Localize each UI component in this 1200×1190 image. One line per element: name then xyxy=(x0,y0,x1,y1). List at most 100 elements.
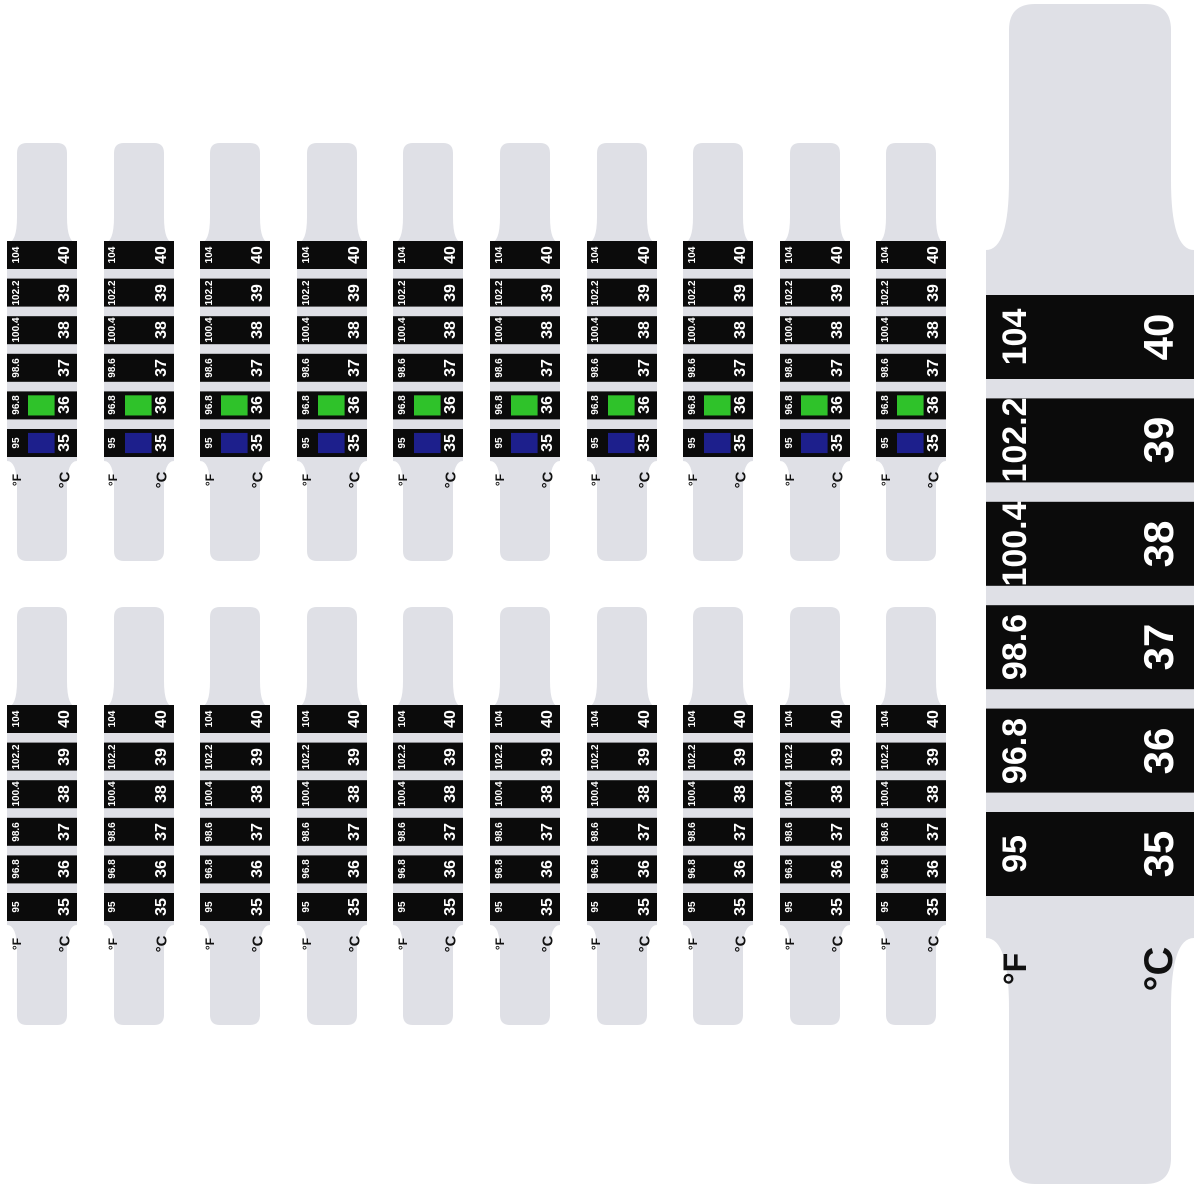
fahrenheit-unit: °F xyxy=(9,937,24,951)
temperature-band xyxy=(876,241,947,269)
celsius-unit: °C xyxy=(925,935,943,953)
fahrenheit-label: 95 xyxy=(397,437,409,449)
temperature-band xyxy=(393,316,464,345)
temperature-band xyxy=(103,893,174,921)
fahrenheit-unit: °F xyxy=(106,937,121,951)
celsius-label: 39 xyxy=(442,747,460,766)
celsius-unit: °C xyxy=(153,471,171,489)
active-color-indicator xyxy=(414,432,441,454)
temperature-band xyxy=(200,353,271,382)
fahrenheit-label: 96.8 xyxy=(107,395,119,416)
temperature-band xyxy=(490,742,560,771)
celsius-label: 37 xyxy=(732,822,750,841)
temperature-band xyxy=(586,278,657,307)
temperature-band xyxy=(7,705,77,733)
celsius-label: 38 xyxy=(828,785,846,804)
celsius-label: 37 xyxy=(635,358,653,377)
celsius-label: 38 xyxy=(56,785,74,804)
fahrenheit-label: 104 xyxy=(397,710,409,728)
fahrenheit-label: 100.4 xyxy=(300,317,312,343)
fahrenheit-label: 98.6 xyxy=(203,358,215,378)
temperature-band xyxy=(393,241,464,269)
celsius-label: 36 xyxy=(539,396,557,415)
fahrenheit-label: 95 xyxy=(783,901,795,913)
temperature-band xyxy=(779,705,850,733)
temperature-band xyxy=(103,780,174,809)
fahrenheit-label: 104 xyxy=(996,308,1035,366)
fahrenheit-label: 96.8 xyxy=(107,859,119,880)
celsius-label: 37 xyxy=(345,822,363,841)
fahrenheit-label: 96.8 xyxy=(397,395,409,416)
celsius-unit: °C xyxy=(732,471,750,489)
fahrenheit-label: 102.2 xyxy=(203,744,215,770)
celsius-label: 38 xyxy=(152,321,170,340)
fahrenheit-label: 95 xyxy=(107,437,119,449)
temperature-band xyxy=(586,241,657,269)
celsius-label: 36 xyxy=(1134,727,1182,774)
celsius-label: 35 xyxy=(1134,830,1182,878)
temperature-band xyxy=(490,241,560,269)
celsius-label: 37 xyxy=(828,822,846,841)
strip-body xyxy=(586,607,657,1025)
temperature-band xyxy=(586,817,657,846)
temperature-band xyxy=(986,295,1194,379)
temperature-band xyxy=(683,241,754,269)
temperature-band xyxy=(296,780,367,809)
temperature-band xyxy=(7,241,77,269)
fahrenheit-label: 102.2 xyxy=(203,280,215,306)
temperature-band xyxy=(779,817,850,846)
fahrenheit-label: 104 xyxy=(783,710,795,728)
temperature-band xyxy=(586,353,657,382)
strip-body xyxy=(200,607,271,1025)
celsius-unit: °C xyxy=(732,935,750,953)
fahrenheit-label: 98.6 xyxy=(783,822,795,842)
fahrenheit-label: 98.6 xyxy=(880,358,892,378)
celsius-label: 39 xyxy=(442,283,460,302)
celsius-label: 37 xyxy=(732,358,750,377)
celsius-label: 39 xyxy=(1134,417,1182,464)
celsius-label: 35 xyxy=(635,434,653,452)
fahrenheit-label: 96.8 xyxy=(783,395,795,416)
fahrenheit-label: 98.6 xyxy=(300,822,312,842)
strip-body xyxy=(876,143,947,561)
celsius-label: 38 xyxy=(442,785,460,804)
fahrenheit-label: 102.2 xyxy=(686,280,698,306)
fahrenheit-label: 96.8 xyxy=(590,395,602,416)
celsius-label: 36 xyxy=(539,860,557,879)
temperature-band xyxy=(586,316,657,345)
fahrenheit-label: 96.8 xyxy=(996,717,1035,784)
fahrenheit-label: 102.2 xyxy=(880,744,892,770)
strip-body xyxy=(296,143,367,561)
celsius-label: 39 xyxy=(249,283,267,302)
celsius-label: 37 xyxy=(152,822,170,841)
celsius-label: 39 xyxy=(635,747,653,766)
strip-body xyxy=(779,607,850,1025)
fahrenheit-label: 96.8 xyxy=(203,395,215,416)
active-color-indicator xyxy=(897,432,924,454)
celsius-unit: °C xyxy=(925,471,943,489)
fahrenheit-label: 104 xyxy=(783,246,795,264)
temperature-band xyxy=(683,817,754,846)
celsius-label: 35 xyxy=(345,434,363,452)
temperature-band xyxy=(986,708,1194,793)
fahrenheit-label: 102.2 xyxy=(590,280,602,306)
temperature-band xyxy=(393,353,464,382)
fahrenheit-label: 102.2 xyxy=(783,744,795,770)
fahrenheit-label: 95 xyxy=(10,901,22,913)
fahrenheit-label: 96.8 xyxy=(493,859,505,880)
celsius-unit: °C xyxy=(539,935,557,953)
fahrenheit-label: 96.8 xyxy=(397,859,409,880)
celsius-label: 35 xyxy=(635,898,653,916)
celsius-label: 38 xyxy=(345,785,363,804)
fahrenheit-label: 98.6 xyxy=(10,358,22,378)
celsius-label: 39 xyxy=(249,747,267,766)
fahrenheit-unit: °F xyxy=(396,937,411,951)
fahrenheit-label: 100.4 xyxy=(590,781,602,807)
celsius-label: 37 xyxy=(249,358,267,377)
fahrenheit-label: 102.2 xyxy=(397,280,409,306)
temperature-band xyxy=(296,705,367,733)
temperature-band xyxy=(779,855,850,884)
active-color-indicator xyxy=(897,395,924,416)
